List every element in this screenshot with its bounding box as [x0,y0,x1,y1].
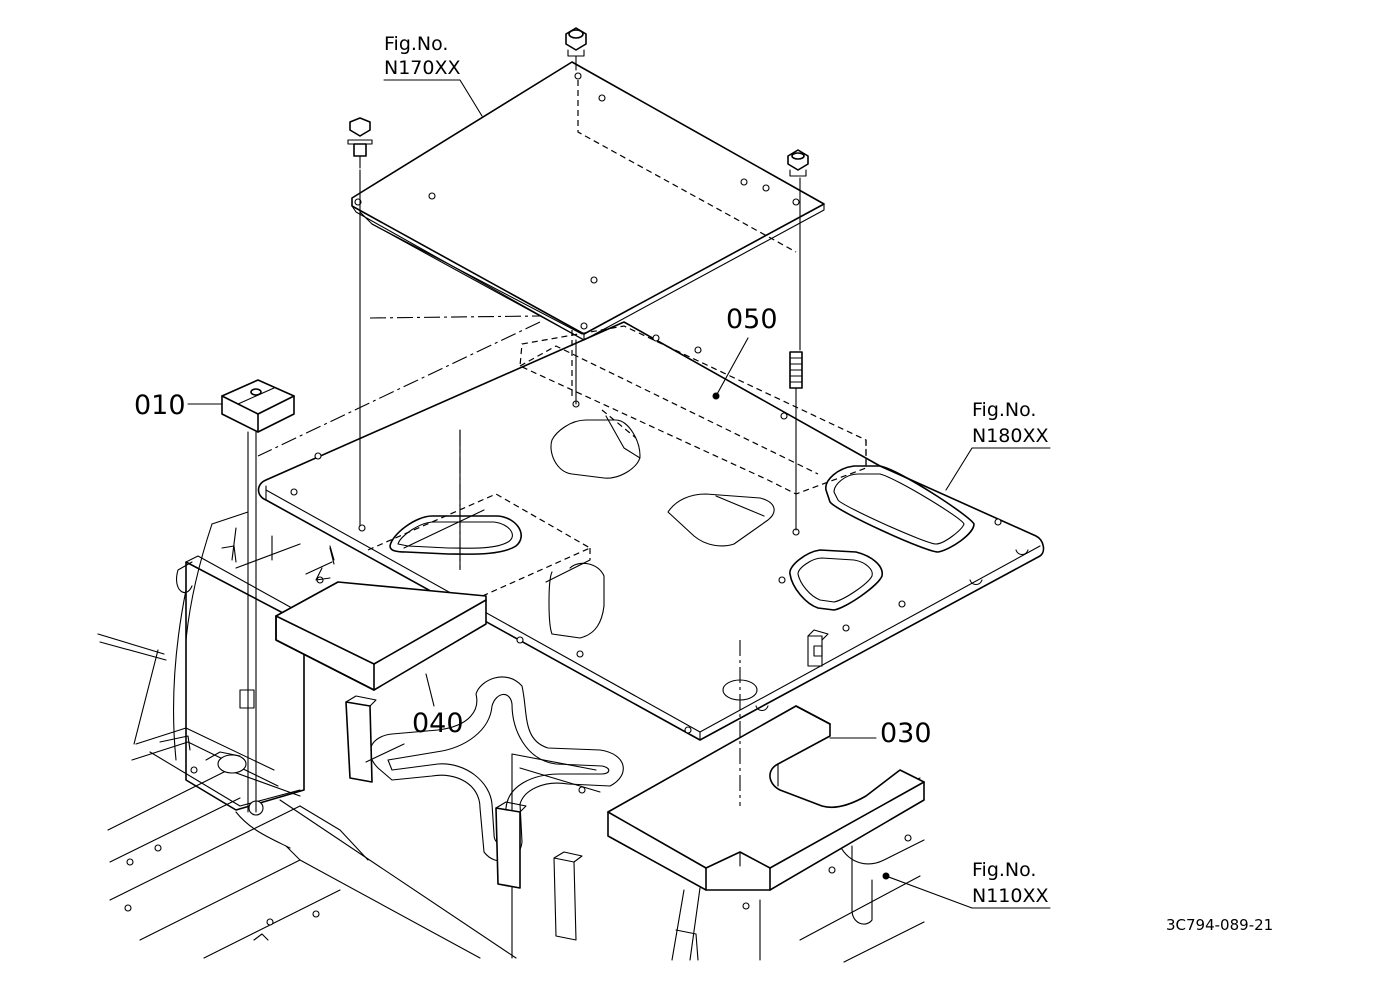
leader-lines [187,79,1051,909]
drawing-code: 3C794-089-21 [1166,916,1273,934]
fig-ref-n110xx-line2: N110XX [972,885,1049,907]
part-number-010: 010 [134,390,186,421]
fig-ref-n170xx-line2: N170XX [384,57,461,79]
part-010 [221,379,295,813]
part-040-outline [275,493,592,691]
fig-ref-n110xx-line1: Fig.No. [972,859,1036,881]
fig-ref-n180xx-line2: N180XX [972,425,1049,447]
part-number-050: 050 [726,304,778,335]
callout-labels: 010 050 040 030 Fig.No. N170XX Fig.No. N… [134,33,1273,934]
fig-ref-n180xx-line1: Fig.No. [972,399,1036,421]
fig-ref-n170xx-line1: Fig.No. [384,33,448,55]
part-050-outline [519,325,867,495]
fasteners [347,27,809,806]
part-030 [607,705,925,891]
part-number-030: 030 [880,718,932,749]
part-number-040: 040 [412,708,464,739]
top-cover-plate [257,61,825,457]
left-side-bracket [97,511,335,816]
